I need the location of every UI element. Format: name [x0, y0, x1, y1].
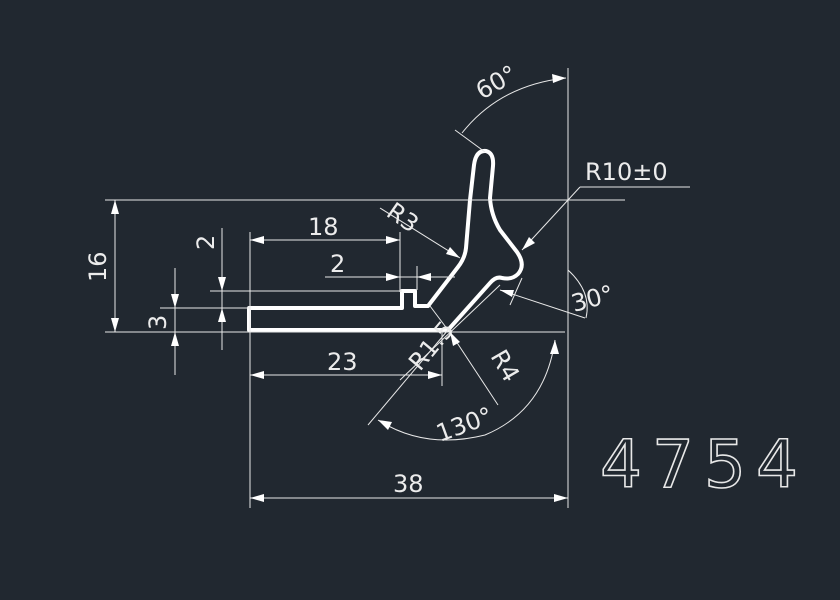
dim-radius-r10: R10±0: [521, 158, 690, 251]
dim-base-23: 23: [250, 348, 442, 379]
svg-text:3: 3: [144, 315, 172, 330]
dim-thickness-3: 3: [144, 268, 179, 375]
dim-radius-r4: R4: [449, 331, 525, 406]
dim-radius-r3: R3: [379, 197, 461, 259]
dim-angle-30: 30°: [499, 269, 617, 319]
profile-outline: [247, 148, 524, 332]
svg-text:60°: 60°: [471, 60, 522, 106]
part-number: 4754: [600, 426, 808, 503]
dim-width-38: 38: [250, 470, 568, 502]
svg-text:38: 38: [393, 470, 424, 498]
dim-notch-height-2: 2: [192, 228, 226, 350]
svg-text:30°: 30°: [568, 280, 616, 318]
svg-text:16: 16: [84, 251, 112, 282]
svg-text:130°: 130°: [432, 402, 496, 448]
dim-angle-60: 60°: [454, 60, 567, 153]
dim-angle-130: 130°: [367, 329, 559, 448]
dim-flange-18: 18: [250, 213, 400, 244]
svg-text:23: 23: [327, 348, 358, 376]
dim-height-16: 16: [84, 200, 119, 332]
svg-text:R4: R4: [485, 345, 525, 387]
svg-text:R3: R3: [382, 197, 424, 238]
dim-notch-width-2: 2: [325, 250, 455, 281]
extension-lines: [105, 68, 625, 508]
svg-text:R10±0: R10±0: [585, 158, 668, 186]
svg-text:2: 2: [330, 250, 345, 278]
svg-text:2: 2: [192, 235, 220, 250]
svg-text:18: 18: [308, 213, 339, 241]
